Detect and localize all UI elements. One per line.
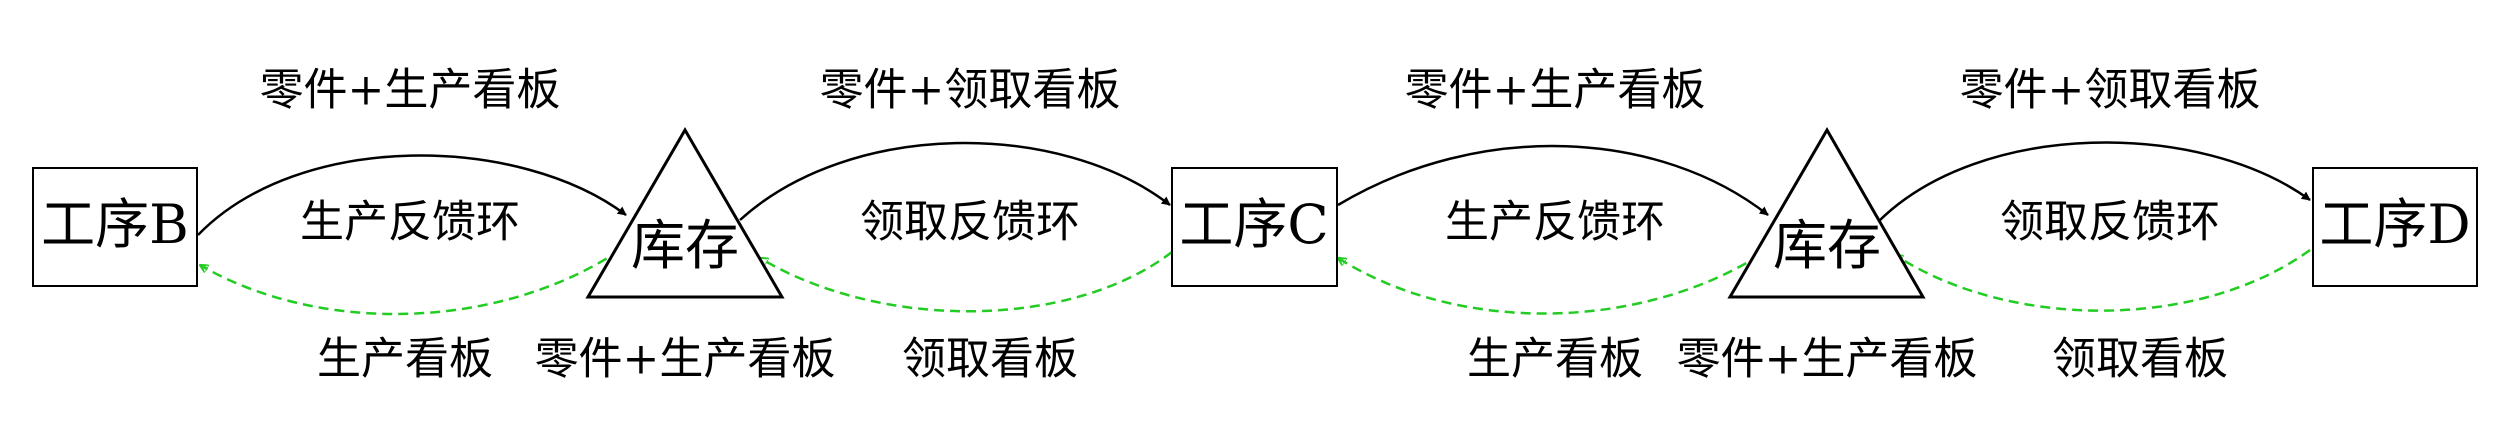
node-inventory-1-label: 库存 xyxy=(631,214,739,277)
feedback-label-2: 领取看板 xyxy=(902,334,1078,385)
inventory-2-bottom-label: 零件+生产看板 xyxy=(1677,334,1978,385)
feedback-label-4: 领取看板 xyxy=(2052,334,2228,385)
node-process-c: 工序C xyxy=(1171,167,1338,287)
node-inventory-2-label: 库存 xyxy=(1773,214,1881,277)
edge-inventory-2-to-d xyxy=(1877,141,2311,223)
feedback-c-to-inventory-1 xyxy=(760,251,1173,313)
node-inventory-2: 库存 xyxy=(1727,127,1926,299)
loop-label-4: 领取反馈环 xyxy=(2000,197,2220,248)
loop-label-3: 生产反馈环 xyxy=(1445,197,1665,248)
edge-c-to-inventory-2 xyxy=(1337,144,1769,216)
node-process-b-label: 工序B xyxy=(41,193,189,256)
node-inventory-1: 库存 xyxy=(585,127,785,299)
node-process-d: 工序D xyxy=(2312,167,2478,287)
feedback-label-3: 生产看板 xyxy=(1467,334,1643,385)
node-process-d-label: 工序D xyxy=(2319,193,2470,256)
edge-b-to-inventory-1 xyxy=(197,154,627,236)
feedback-inventory-2-to-c xyxy=(1338,253,1761,315)
inventory-1-bottom-label: 零件+生产看板 xyxy=(535,334,836,385)
forward-label-1: 零件+生产看板 xyxy=(260,65,561,116)
node-process-c-label: 工序C xyxy=(1179,193,1328,256)
forward-label-3: 零件+生产看板 xyxy=(1405,65,1706,116)
edge-inventory-1-to-c xyxy=(739,141,1171,221)
node-process-b: 工序B xyxy=(32,167,198,287)
feedback-label-1: 生产看板 xyxy=(317,334,493,385)
feedback-inventory-1-to-b xyxy=(200,248,621,316)
feedback-d-to-inventory-2 xyxy=(1895,248,2311,312)
loop-label-1: 生产反馈环 xyxy=(300,197,520,248)
loop-label-2: 领取反馈环 xyxy=(860,197,1080,248)
forward-label-4: 零件+领取看板 xyxy=(1960,65,2261,116)
forward-label-2: 零件+领取看板 xyxy=(820,65,1121,116)
